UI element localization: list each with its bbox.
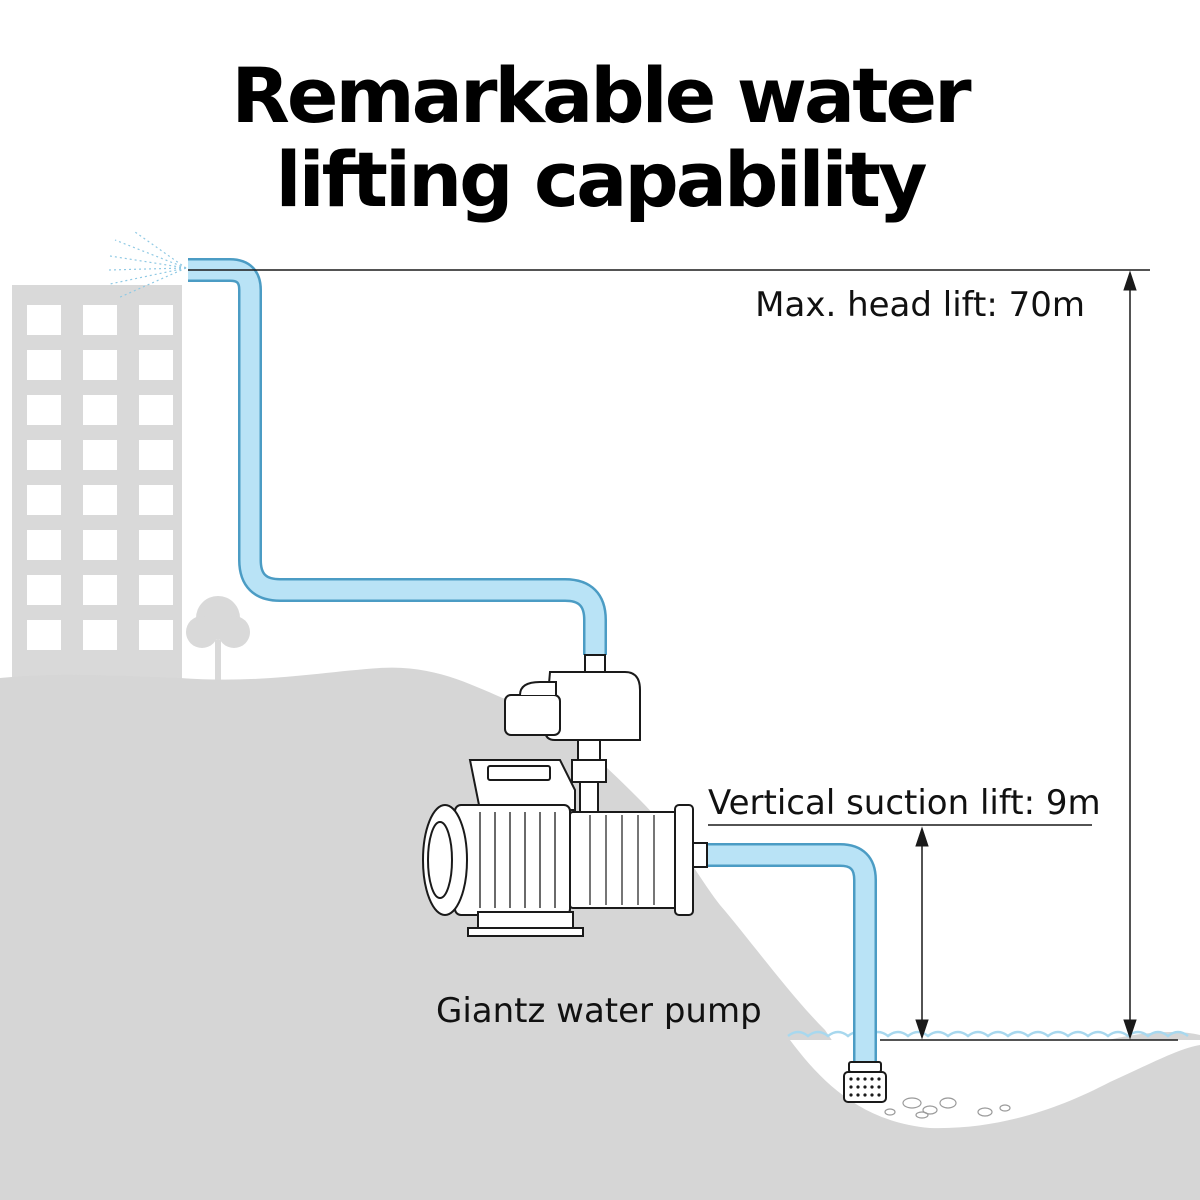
title-line-1: Remarkable water xyxy=(231,51,971,140)
tree-silhouette-icon xyxy=(186,596,250,685)
discharge-pipe xyxy=(188,258,607,655)
title-line-2: lifting capability xyxy=(275,135,928,224)
ground-silhouette xyxy=(0,667,1200,1200)
water-spray-icon xyxy=(107,231,187,299)
suction-pipe xyxy=(705,843,877,1062)
max-head-lift-label: Max. head lift: 70m xyxy=(755,285,1085,325)
water-pump-icon xyxy=(422,654,708,937)
pump-name-label: Giantz water pump xyxy=(436,991,762,1031)
dimension-lines xyxy=(188,269,1178,1041)
pebbles xyxy=(884,1097,1011,1119)
vertical-suction-lift-label: Vertical suction lift: 9m xyxy=(708,783,1101,823)
suction-filter-icon xyxy=(843,1061,887,1103)
building-silhouette-icon xyxy=(12,285,182,695)
